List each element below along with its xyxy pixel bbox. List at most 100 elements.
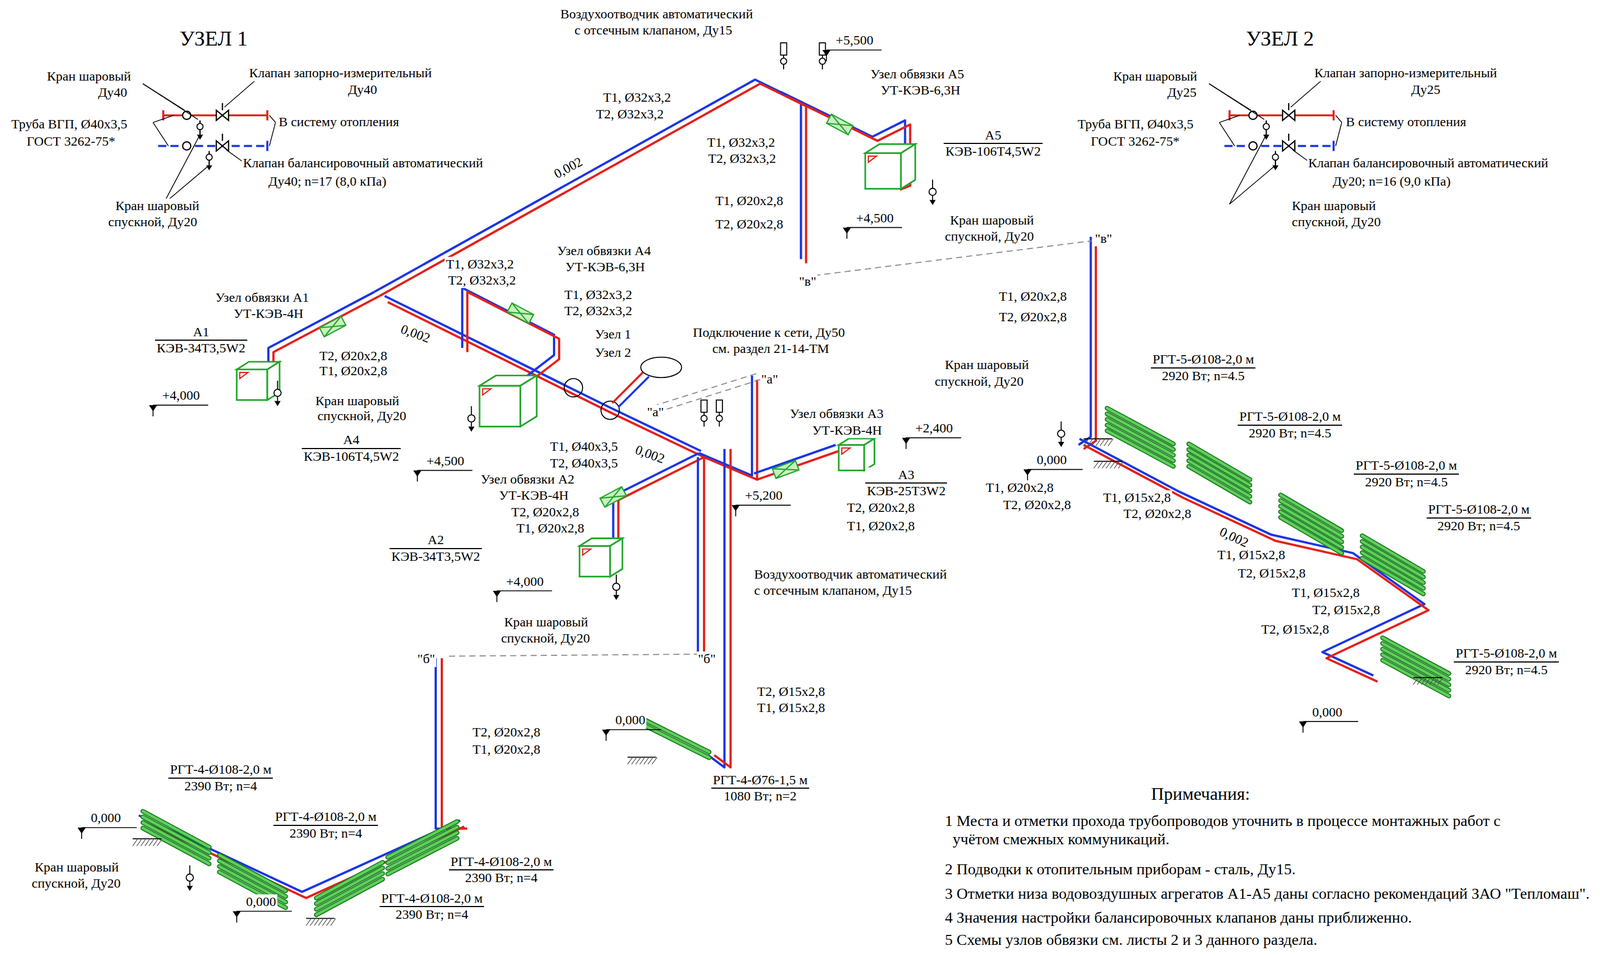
- elevation-mark: [1303, 720, 1359, 722]
- callout-label: Т1, Ø20х2,8: [471, 742, 542, 759]
- callout-label: Узел обвязки А5: [869, 66, 966, 83]
- callout-label: 0,002: [397, 321, 433, 347]
- elevation-mark: [417, 470, 473, 472]
- leader-line: [152, 122, 169, 146]
- callout-label: Т1, Ø20х2,8: [984, 480, 1055, 496]
- elevation-mark: [735, 504, 791, 506]
- callout-label: +4,000: [505, 574, 546, 590]
- pipe-end: [1332, 140, 1335, 151]
- elevation-mark: [731, 505, 740, 512]
- floor-hatch: [306, 918, 336, 926]
- elevation-mark: [606, 729, 662, 731]
- supply-pipe: [441, 658, 468, 829]
- callout-label: "б": [696, 651, 717, 667]
- ball-valve: [1248, 141, 1258, 151]
- elevation-mark: [152, 404, 208, 406]
- control-valve: [1282, 110, 1295, 121]
- pipe-end: [266, 110, 269, 121]
- supply-pipe: [756, 451, 839, 480]
- label-text: РГТ-5-Ø108-2,0 м: [1237, 409, 1343, 426]
- return-pipe: [384, 295, 701, 451]
- callout-label: 1 Места и отметки прохода трубопроводов …: [943, 811, 1510, 848]
- leader-line: [1219, 122, 1235, 146]
- continuation-line: [656, 378, 764, 413]
- drain-cock: [206, 153, 213, 161]
- callout-label: Кран шаровый: [313, 393, 401, 410]
- callout-label: 0,000: [1311, 704, 1344, 721]
- callout-label: Т1, Ø20х2,8: [714, 193, 785, 209]
- air-heater-unit: [579, 537, 623, 577]
- continuation-line: [449, 654, 702, 657]
- air-vent: [780, 42, 787, 70]
- callout-label: ГОСТ 3262-75*: [1089, 133, 1181, 150]
- drain-arrow: [1272, 165, 1279, 171]
- elevation-mark: [1298, 721, 1308, 728]
- control-valve: [216, 110, 229, 121]
- air-vent: [716, 400, 723, 427]
- label-text: 2390 Вт; n=4: [449, 870, 554, 886]
- drain-cock: [1263, 123, 1270, 130]
- callout-label: спускной, Ду20: [30, 875, 122, 892]
- callout-label: Узел обвязки А2: [479, 471, 576, 488]
- label-text: А3: [865, 467, 947, 485]
- label-text: КЭВ-34Т3,5W2: [155, 340, 247, 357]
- supply-pipe: [714, 449, 731, 768]
- callout-label: +4,000: [161, 388, 202, 405]
- callout-label: Т1, Ø20х2,8: [318, 364, 389, 380]
- return-pipe: [138, 815, 461, 892]
- callout-label: спускной, Ду20: [316, 408, 408, 425]
- air-heater-unit: [479, 375, 537, 427]
- return-pipe: [1224, 145, 1334, 148]
- leader-line: [1219, 115, 1240, 123]
- floor-hatch: [1083, 438, 1114, 446]
- elevation-mark: [601, 729, 611, 736]
- drain-cock: [1057, 421, 1065, 447]
- elevation-mark: [846, 227, 902, 229]
- callout-label: "а": [645, 404, 665, 421]
- return-pipe: [1078, 236, 1091, 446]
- supply-pipe: [785, 96, 911, 191]
- supply-pipe: [163, 114, 268, 117]
- callout-label: Узел обвязки А1: [214, 290, 311, 306]
- radiator-symbol: [1107, 407, 1174, 467]
- callout-label: Ду40: [346, 82, 378, 98]
- elevation-mark: [236, 910, 292, 912]
- supply-pipe: [142, 821, 465, 899]
- callout-label: Воздухоотводчик автоматический: [753, 566, 949, 583]
- return-pipe: [708, 449, 725, 768]
- label-text: 2920 Вт; n=4.5: [1237, 425, 1343, 442]
- control-valve: [1282, 140, 1295, 151]
- callout-label: Ду25: [1409, 82, 1442, 98]
- callout-label: В систему отопления: [1344, 115, 1468, 131]
- label-text: РГТ-4-Ø108-2,0 м: [379, 890, 485, 908]
- callout-label: Т2, Ø32х3,2: [562, 303, 633, 319]
- callout-label: Т1, Ø20х2,8: [515, 520, 586, 537]
- callout-label: "в": [1093, 231, 1114, 247]
- callout-label: 0,000: [90, 810, 123, 827]
- callout-label: Кран шаровый: [943, 357, 1030, 373]
- callout-label: Т2, Ø20х2,8: [510, 504, 581, 521]
- air-heater-unit: [236, 361, 280, 401]
- callout-label: Т2, Ø32х3,2: [594, 106, 665, 123]
- label-text: А1: [155, 324, 247, 342]
- leader-line: [1229, 165, 1276, 204]
- callout-label: Кран шаровый: [948, 212, 1035, 229]
- label-text: РГТ-5-Ø108-2,0 м: [1353, 457, 1459, 475]
- callout-label: спускной, Ду20: [500, 631, 592, 647]
- callout-label: Т2, Ø15х2,8: [1259, 621, 1330, 638]
- valve-unit: [600, 486, 627, 508]
- callout-label: УТ-КЭВ-6,3Н: [879, 83, 962, 99]
- elevation-mark: [822, 50, 831, 57]
- callout-label: Труба ВГП, Ø40х3,5: [1076, 116, 1195, 133]
- callout-label: спускной, Ду20: [933, 374, 1025, 390]
- callout-label: Т1, Ø20х2,8: [845, 519, 916, 535]
- radiator-symbol: [1280, 494, 1342, 553]
- leader-line: [152, 115, 174, 123]
- callout-label: Узел 2: [594, 345, 633, 361]
- air-heater-label: А1КЭВ-34Т3,5W2: [155, 324, 247, 357]
- callout-label: Клапан балансировочный автоматический: [241, 155, 485, 172]
- radiator-label: РГТ-4-Ø76-1,5 м1080 Вт; n=2: [711, 772, 810, 805]
- callout-label: Т1, Ø20х2,8: [998, 288, 1069, 305]
- supply-pipe: [703, 457, 706, 654]
